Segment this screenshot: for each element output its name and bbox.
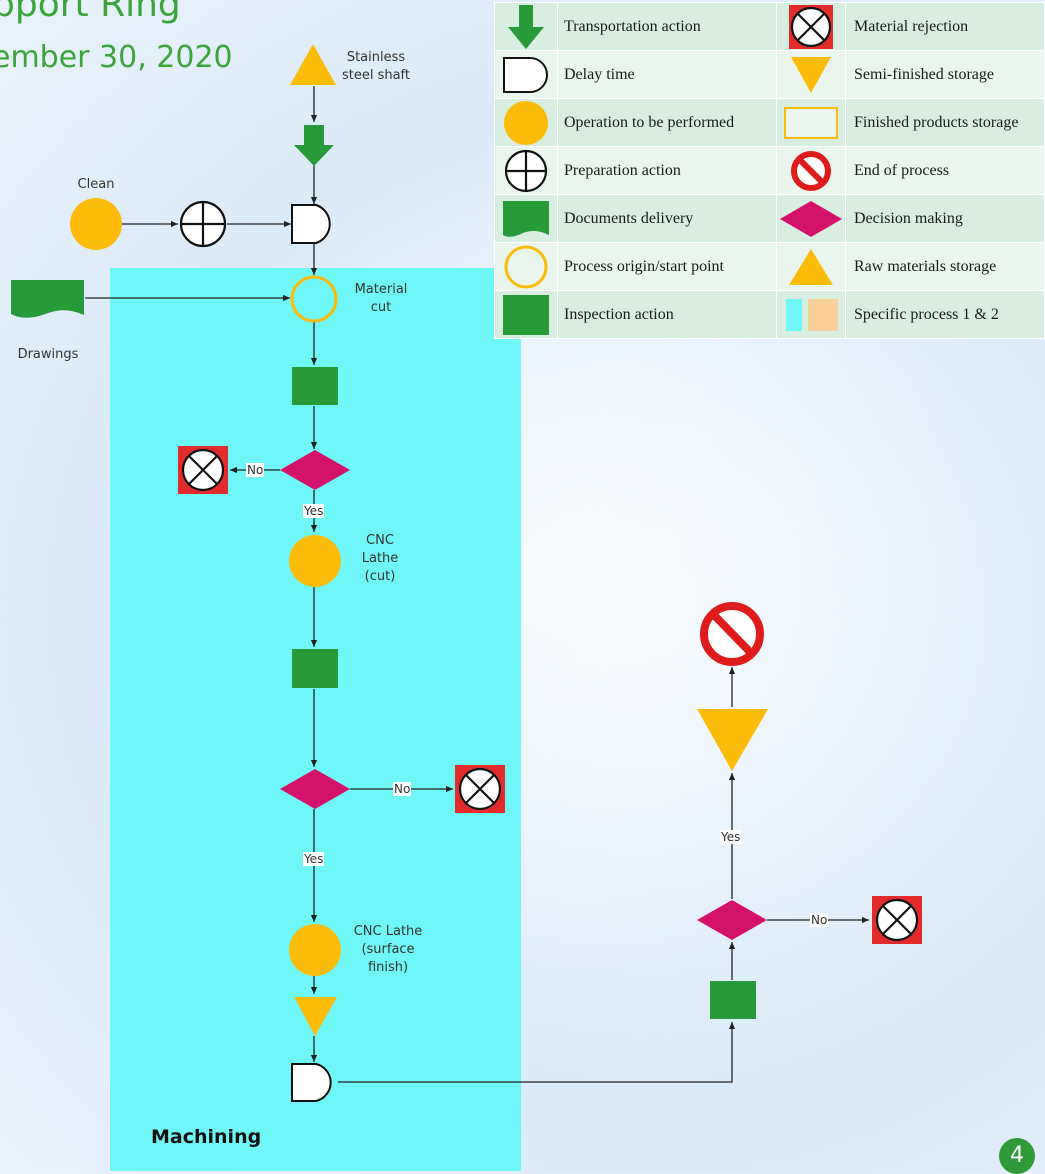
- delay-icon: [494, 50, 558, 99]
- cnc-finish-operation-node: [289, 924, 341, 976]
- legend-label: Inspection action: [557, 290, 777, 339]
- clean-label: Clean: [77, 177, 115, 192]
- material-rejection-icon: [776, 2, 846, 51]
- finished-storage-icon: [776, 98, 846, 147]
- rejection-node: [872, 896, 922, 944]
- legend-label: Material rejection: [845, 2, 1045, 51]
- legend-table: Transportation action Material rejection…: [494, 2, 1045, 339]
- page-number-badge: 4: [999, 1138, 1035, 1174]
- cnc-cut-operation-node: [289, 535, 341, 587]
- transport-node: [294, 125, 334, 166]
- no-label: No: [810, 913, 829, 927]
- no-label: No: [246, 463, 265, 477]
- no-label: No: [393, 782, 412, 796]
- raw-storage-node: [290, 44, 336, 85]
- yes-label: Yes: [303, 504, 325, 518]
- start-point-node: [290, 275, 338, 323]
- legend-row: Transportation action Material rejection: [494, 2, 1045, 51]
- legend-row: Documents delivery Decision making: [494, 194, 1045, 243]
- legend-label: Decision making: [845, 194, 1045, 243]
- transport-arrow-icon: [494, 2, 558, 51]
- connectors: [85, 86, 869, 1083]
- legend-row: Delay time Semi-finished storage: [494, 50, 1045, 99]
- section-label: Machining: [151, 1126, 262, 1148]
- legend-label: Operation to be performed: [557, 98, 777, 147]
- drawings-document-node: [11, 280, 84, 318]
- legend-label: Semi-finished storage: [845, 50, 1045, 99]
- yes-label: Yes: [720, 830, 742, 844]
- document-icon: [494, 194, 558, 243]
- preparation-node: [179, 200, 227, 248]
- legend-row: Inspection action Specific process 1 & 2: [494, 290, 1045, 339]
- legend-label: Preparation action: [557, 146, 777, 195]
- start-point-icon: [494, 242, 558, 291]
- delay-node: [291, 1063, 332, 1102]
- end-process-node: [700, 602, 764, 666]
- specific-process-icon: [776, 290, 846, 339]
- inspection-node: [292, 367, 338, 405]
- rejection-node: [178, 446, 228, 494]
- page-date: ember 30, 2020: [0, 40, 233, 75]
- decision-node: [697, 900, 767, 940]
- legend-label: Raw materials storage: [845, 242, 1045, 291]
- operation-icon: [494, 98, 558, 147]
- legend-label: Finished products storage: [845, 98, 1045, 147]
- legend-row: Operation to be performed Finished produ…: [494, 98, 1045, 147]
- page-title: pport Ring: [0, 0, 181, 25]
- legend-row: Preparation action End of process: [494, 146, 1045, 195]
- preparation-icon: [494, 146, 558, 195]
- delay-node: [291, 204, 331, 244]
- inspection-node: [710, 981, 756, 1019]
- decision-icon: [776, 194, 846, 243]
- semi-finished-storage-node: [697, 709, 768, 771]
- raw-storage-icon: [776, 242, 846, 291]
- rejection-node: [455, 765, 505, 813]
- inspection-node: [292, 649, 338, 688]
- legend-label: Process origin/start point: [557, 242, 777, 291]
- drawings-label: Drawings: [17, 347, 79, 362]
- semi-finished-storage-node: [294, 997, 337, 1036]
- clean-operation-node: [70, 198, 122, 250]
- inspection-icon: [494, 290, 558, 339]
- legend-label: Specific process 1 & 2: [845, 290, 1045, 339]
- decision-node: [280, 769, 350, 809]
- legend-label: Documents delivery: [557, 194, 777, 243]
- decision-node: [280, 450, 350, 490]
- legend-label: Delay time: [557, 50, 777, 99]
- semi-finished-storage-icon: [776, 50, 846, 99]
- end-process-icon: [776, 146, 846, 195]
- legend-row: Process origin/start point Raw materials…: [494, 242, 1045, 291]
- legend-label: End of process: [845, 146, 1045, 195]
- yes-label: Yes: [303, 852, 325, 866]
- legend-label: Transportation action: [557, 2, 777, 51]
